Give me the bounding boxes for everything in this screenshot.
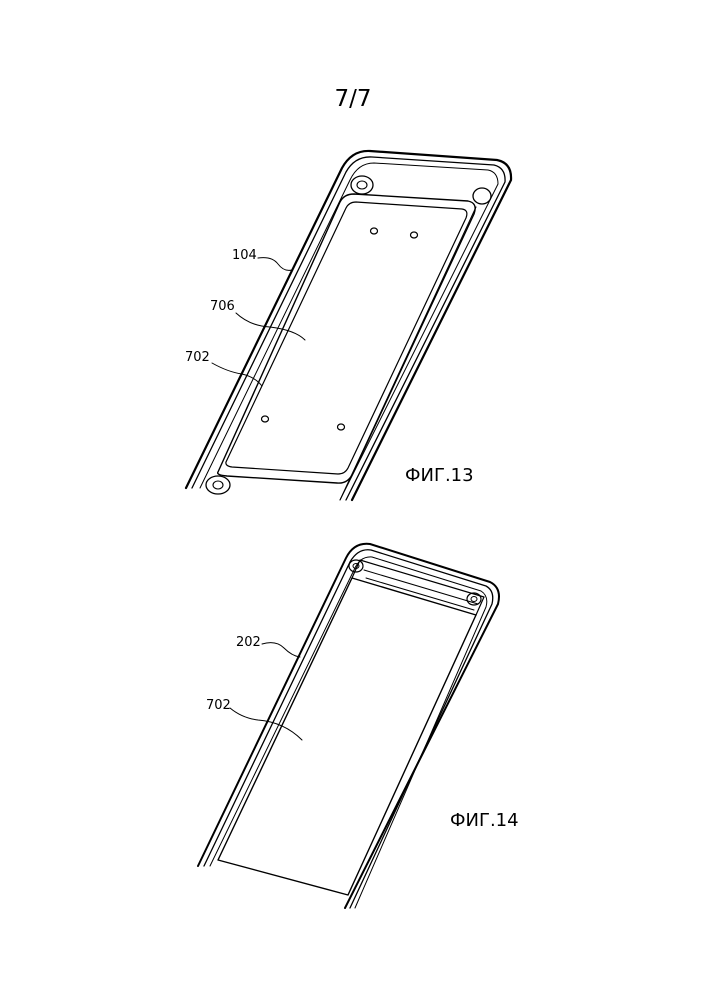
ref-706: 706 — [210, 299, 235, 314]
ref-202: 202 — [236, 635, 261, 650]
figure-13-label: ФИГ.13 — [405, 465, 474, 486]
ref-104: 104 — [232, 248, 257, 263]
ref-702-fig13: 702 — [185, 350, 210, 365]
figure-14-drawing — [198, 544, 499, 908]
figure-14-label: ФИГ.14 — [450, 810, 519, 831]
ref-702-fig14: 702 — [206, 698, 231, 713]
figure-13-drawing — [186, 151, 511, 500]
